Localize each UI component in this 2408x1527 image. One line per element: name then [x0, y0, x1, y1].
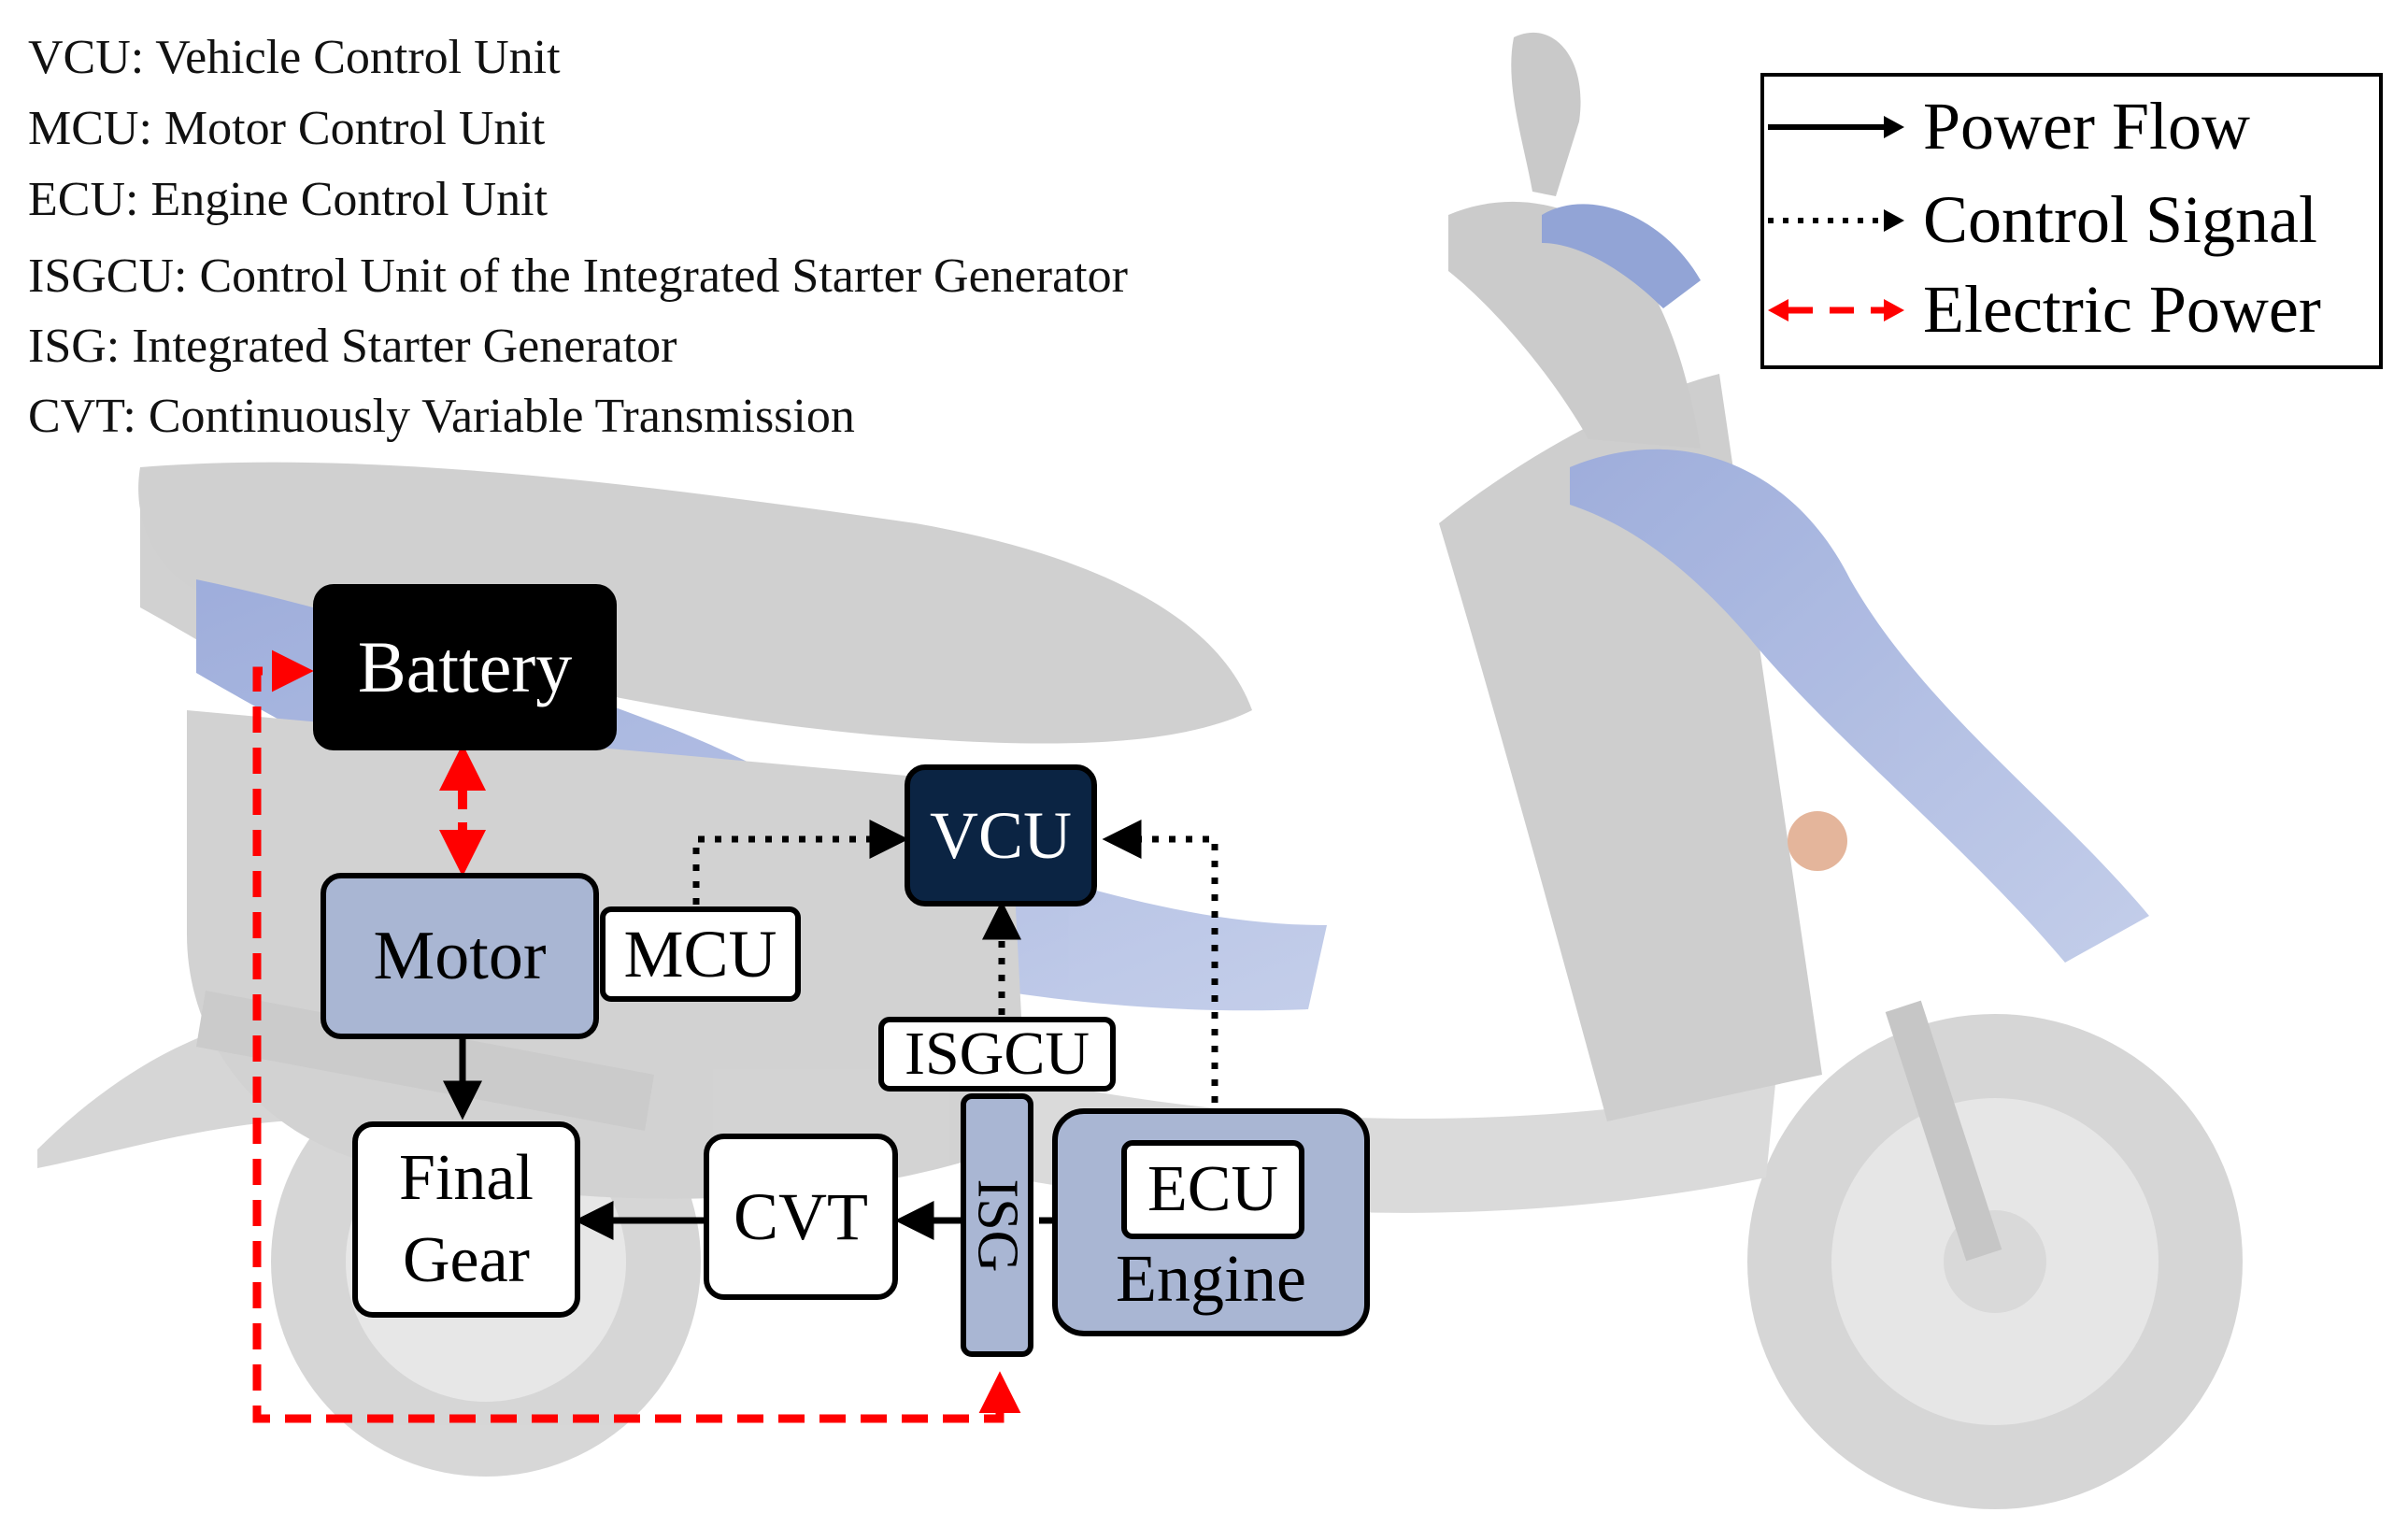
abbreviation-vcu: VCU: Vehicle Control Unit: [28, 31, 561, 84]
ecu-node: ECU: [1121, 1140, 1304, 1239]
isg-node: ISG: [961, 1093, 1033, 1357]
abbreviation-isgcu: ISGCU: Control Unit of the Integrated St…: [28, 250, 1128, 303]
abbreviation-cvt: CVT: Continuously Variable Transmission: [28, 390, 855, 443]
isgcu-node: ISGCU: [878, 1017, 1116, 1092]
abbreviation-mcu: MCU: Motor Control Unit: [28, 102, 546, 155]
control-mcu-vcu: [692, 820, 909, 905]
motor-label: Motor: [373, 917, 547, 994]
cvt-label: CVT: [734, 1178, 868, 1254]
engine-label: Engine: [1116, 1241, 1306, 1316]
vcu-label: VCU: [929, 797, 1072, 873]
isgcu-label: ISGCU: [904, 1020, 1090, 1088]
motor-node: Motor: [321, 873, 599, 1039]
mcu-node: MCU: [600, 906, 801, 1002]
legend-electric-power: Electric Power: [1764, 264, 2379, 353]
mcu-label: MCU: [623, 916, 777, 992]
power-flow-arrow-icon: [1768, 116, 1904, 138]
legend-box: Power Flow Control Signal Electric Power: [1760, 73, 2383, 369]
legend-power-flow-label: Power Flow: [1923, 89, 2251, 164]
legend-control-signal: Control Signal: [1764, 174, 2379, 264]
control-signal-arrow-icon: [1768, 209, 1904, 232]
electric-battery-isg: [252, 649, 1021, 1423]
battery-label: Battery: [357, 626, 573, 707]
electric-power-arrow-icon: [1768, 299, 1904, 321]
legend-control-signal-label: Control Signal: [1923, 182, 2318, 257]
final-gear-node: Final Gear: [352, 1121, 580, 1318]
final-gear-label-line2: Gear: [402, 1224, 530, 1296]
legend-power-flow: Power Flow: [1764, 80, 2379, 170]
ecu-label: ECU: [1147, 1153, 1278, 1225]
legend-electric-power-label: Electric Power: [1923, 272, 2321, 347]
final-gear-label-line1: Final: [399, 1142, 534, 1214]
vcu-node: VCU: [905, 764, 1097, 906]
isg-label: ISG: [965, 1178, 1030, 1272]
abbreviation-isg: ISG: Integrated Starter Generator: [28, 320, 677, 373]
cvt-node: CVT: [704, 1134, 898, 1300]
abbreviation-ecu: ECU: Engine Control Unit: [28, 173, 549, 226]
control-ecu-vcu: [1102, 820, 1218, 1136]
battery-node: Battery: [313, 584, 617, 750]
